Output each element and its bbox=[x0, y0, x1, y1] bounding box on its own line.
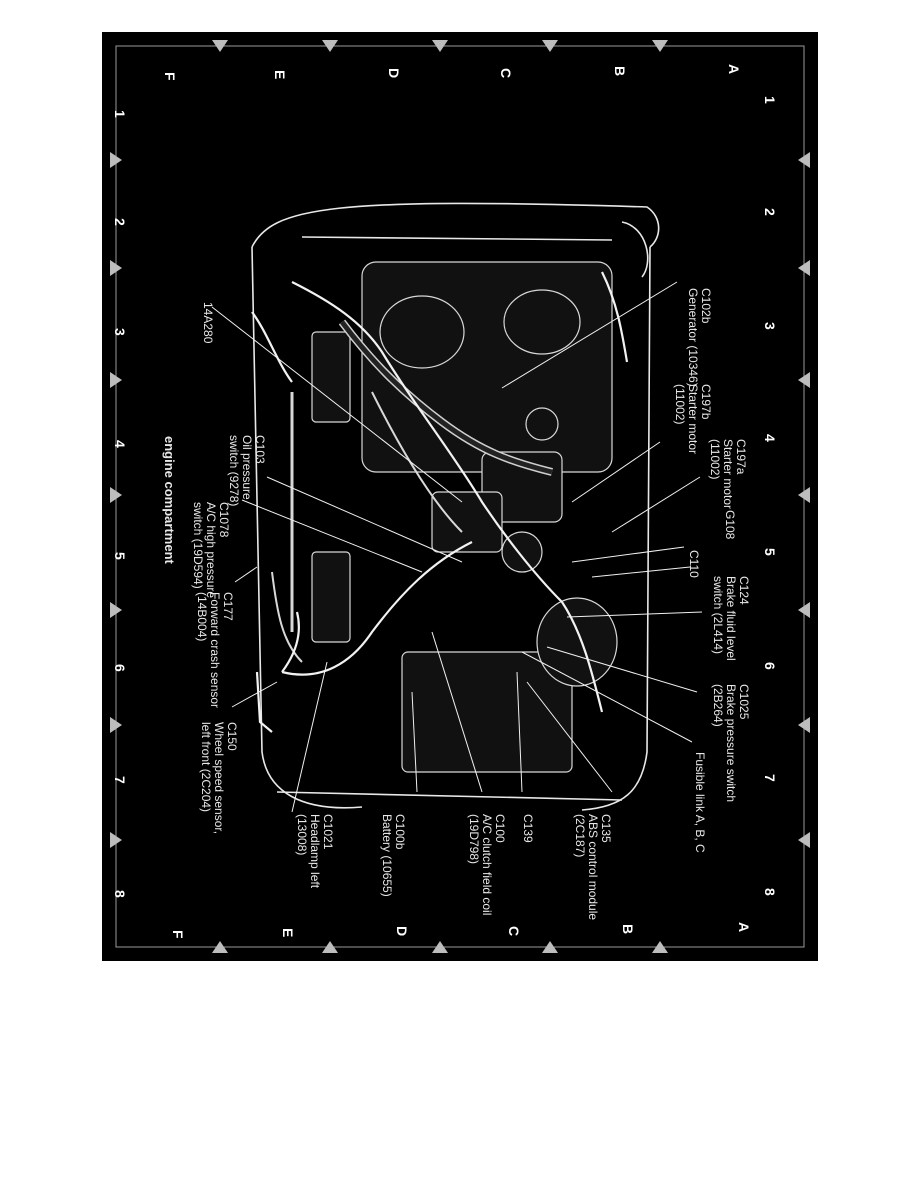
grid-number: 8 bbox=[112, 890, 128, 898]
callout-c124: C124 Brake fluid level switch (2L414) bbox=[711, 576, 751, 661]
grid-number: 5 bbox=[762, 548, 778, 556]
connector-id: C110 bbox=[687, 550, 701, 578]
component-name: A/C high pressure bbox=[204, 502, 218, 599]
callout-c150: C150 Wheel speed sensor, left front (2C2… bbox=[199, 722, 239, 835]
harness-id: 14A280 bbox=[201, 302, 215, 344]
grid-number: 8 bbox=[762, 888, 778, 896]
callout-c1078: C1078 A/C high pressure switch (19D594) bbox=[191, 502, 231, 599]
callout-c110: C110 bbox=[687, 550, 701, 578]
grid-number: 2 bbox=[112, 218, 128, 226]
grid-letter: A bbox=[726, 64, 742, 75]
connector-id: C135 bbox=[599, 814, 613, 843]
connector-id: C1021 bbox=[321, 814, 335, 850]
component-name: Brake pressure switch bbox=[724, 684, 738, 803]
grid-letter: B bbox=[620, 924, 636, 935]
component-name: Starter motor bbox=[686, 384, 700, 455]
grid-number: 4 bbox=[112, 440, 128, 448]
part-number: switch (2L414) bbox=[711, 576, 725, 655]
component-name: Wheel speed sensor, bbox=[212, 722, 226, 835]
grid-number: 7 bbox=[112, 776, 128, 784]
connector-id: C150 bbox=[225, 722, 239, 751]
grid-number: 1 bbox=[762, 96, 778, 104]
part-number: (14B004) bbox=[195, 592, 209, 642]
grid-letter: D bbox=[394, 926, 410, 937]
callout-c100: C100 A/C clutch field coil (19D798) bbox=[467, 814, 507, 916]
callout-c1025: C1025 Brake pressure switch (2B264) bbox=[711, 684, 751, 803]
grid-number: 6 bbox=[762, 662, 778, 670]
grid-letter: B bbox=[612, 66, 628, 77]
component-name: Oil pressure bbox=[240, 435, 254, 500]
grid-number: 3 bbox=[762, 322, 778, 330]
grid-letter: E bbox=[280, 928, 296, 938]
component-name: Battery (10655) bbox=[380, 814, 394, 897]
grid-letter: C bbox=[506, 926, 522, 937]
grid-number: 2 bbox=[762, 208, 778, 216]
component-name: Brake fluid level bbox=[724, 576, 738, 661]
connector-id: C197b bbox=[699, 384, 713, 420]
part-number: left front (2C204) bbox=[199, 722, 213, 813]
grid-number: 7 bbox=[762, 774, 778, 782]
callout-c103: C103 Oil pressure switch (9278) bbox=[227, 435, 267, 507]
connector-id: C102b bbox=[699, 288, 713, 324]
grid-number: 1 bbox=[112, 110, 128, 118]
wiring-diagram-engine-compartment: 1 2 3 4 5 6 7 8 1 2 3 4 5 6 7 8 A B C D … bbox=[102, 32, 818, 961]
callout-g108: G108 bbox=[723, 510, 737, 540]
part-number: (2C187) bbox=[573, 814, 587, 858]
grid-number: 3 bbox=[112, 328, 128, 336]
callout-leader-lines bbox=[211, 281, 703, 813]
component-name: Forward crash sensor bbox=[208, 592, 222, 709]
part-number: (19D798) bbox=[467, 814, 481, 865]
diagram-caption: engine compartment bbox=[162, 436, 177, 564]
part-number: (2B264) bbox=[711, 684, 725, 727]
callout-c100b: C100b Battery (10655) bbox=[380, 814, 407, 897]
component-name: A/C clutch field coil bbox=[480, 814, 494, 916]
part-number: (11002) bbox=[673, 384, 687, 425]
callout-c177: C177 Forward crash sensor (14B004) bbox=[195, 592, 235, 709]
component-name: Headlamp left bbox=[308, 814, 322, 889]
connector-id: C124 bbox=[737, 576, 751, 605]
connector-id: G108 bbox=[723, 510, 737, 540]
callout-fusible-link: Fusible link A, B, C bbox=[693, 752, 707, 853]
callout-c139: C139 bbox=[521, 814, 535, 843]
grid-number: 5 bbox=[112, 552, 128, 560]
callout-14a280: 14A280 bbox=[201, 302, 215, 344]
vehicle-body-outline bbox=[251, 202, 660, 811]
grid-markers bbox=[110, 40, 810, 953]
component-name: ABS control module bbox=[586, 814, 600, 921]
callout-c1021: C1021 Headlamp left (13008) bbox=[295, 814, 335, 889]
callout-c135: C135 ABS control module (2C187) bbox=[573, 814, 613, 921]
connector-id: C100b bbox=[393, 814, 407, 850]
component-name: Generator (10346) bbox=[686, 288, 700, 387]
part-number: switch (19D594) bbox=[191, 502, 205, 589]
grid-letter: F bbox=[170, 930, 186, 939]
callout-c102b: C102b Generator (10346) bbox=[686, 288, 713, 387]
engine-compartment-illustration bbox=[102, 32, 818, 961]
grid-number: 4 bbox=[762, 434, 778, 442]
connector-id: C197a bbox=[734, 439, 748, 475]
connector-id: C1025 bbox=[737, 684, 751, 720]
connector-id: C177 bbox=[221, 592, 235, 621]
connector-id: C100 bbox=[493, 814, 507, 843]
connector-id: C1078 bbox=[217, 502, 231, 538]
grid-letter: C bbox=[498, 68, 514, 79]
grid-letter: F bbox=[162, 72, 178, 81]
grid-letter: A bbox=[736, 922, 752, 933]
grid-letter: E bbox=[272, 70, 288, 80]
grid-letter: D bbox=[386, 68, 402, 79]
part-number: (13008) bbox=[295, 814, 309, 856]
callout-c197a: C197a Starter motor (11002) bbox=[708, 439, 748, 510]
wiring-harness bbox=[251, 271, 629, 733]
part-number: switch (9278) bbox=[227, 435, 241, 507]
component-name: Fusible link A, B, C bbox=[693, 752, 707, 853]
connector-id: C139 bbox=[521, 814, 535, 843]
grid-number: 6 bbox=[112, 664, 128, 672]
component-name: Starter motor bbox=[721, 439, 735, 510]
connector-id: C103 bbox=[253, 435, 267, 464]
callout-c197b: C197b Starter motor (11002) bbox=[673, 384, 713, 455]
engine-components bbox=[271, 261, 618, 773]
